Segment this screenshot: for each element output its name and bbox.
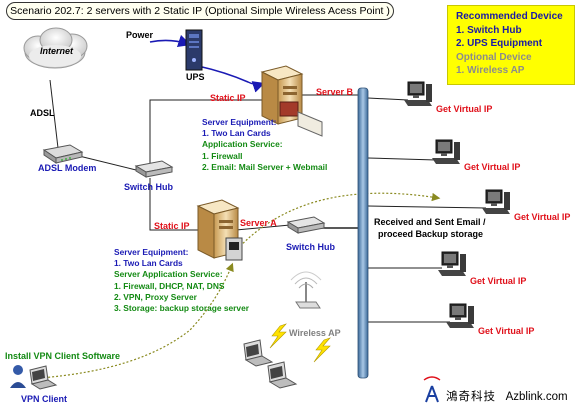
internet-label: Internet xyxy=(40,46,74,56)
backup-note: Received and Sent Email / proceed Backup… xyxy=(374,216,486,240)
optional-item: 1. Wireless AP xyxy=(456,65,525,76)
wireless-signal-icon-1 xyxy=(269,323,287,349)
link-bus-pc3 xyxy=(367,205,487,209)
recommended-device-box: Recommended Device 1. Switch Hub 2. UPS … xyxy=(447,5,575,85)
brand-site: Azblink.com xyxy=(505,391,568,403)
ups-power-curve xyxy=(197,65,265,93)
brand-logo-icon xyxy=(423,376,441,403)
switch-hub-left-label: Switch Hub xyxy=(124,182,173,192)
switch-hub-left-icon xyxy=(134,160,174,178)
virtual-ip-label: Get Virtual IP xyxy=(436,104,493,114)
switch-hub-center-icon xyxy=(286,216,326,234)
connections xyxy=(49,79,487,323)
pc-2-icon xyxy=(432,139,460,164)
equipment-heading: Server Equipment: xyxy=(202,117,277,127)
service-item: 2. Email: Mail Server + Webmail xyxy=(202,161,328,172)
server-a-description: Server Equipment: 1. Two Lan Cards Serve… xyxy=(114,247,249,314)
laptop-icon-2 xyxy=(267,361,298,389)
brand-chinese: 鴻奇科技 xyxy=(446,389,496,403)
internet-cloud-icon xyxy=(23,27,88,69)
laptop-icon-1 xyxy=(243,339,274,367)
diagram-title: Scenario 202.7: 2 servers with 2 Static … xyxy=(6,2,394,20)
link-bus-pc2 xyxy=(367,157,437,161)
adsl-modem-icon xyxy=(42,144,84,164)
ups-icon xyxy=(185,29,203,71)
link-servera-switch xyxy=(235,224,291,231)
static-ip-b-label: Static IP xyxy=(210,93,246,103)
pc-4-icon xyxy=(438,251,466,276)
network-backbone xyxy=(357,87,369,379)
virtual-ip-label: Get Virtual IP xyxy=(470,276,527,286)
equipment-item: 1. Two Lan Cards xyxy=(114,258,183,269)
optional-heading: Optional Device xyxy=(456,51,532,63)
vpn-client-label: VPN Client xyxy=(21,394,68,404)
adsl-modem-label: ADSL Modem xyxy=(38,163,97,173)
static-ip-a-label: Static IP xyxy=(154,221,190,231)
wireless-signal-icon-2 xyxy=(313,337,331,363)
backup-note-line: proceed Backup storage xyxy=(378,229,484,239)
recommended-heading: Recommended Device xyxy=(456,11,563,22)
link-internet-modem xyxy=(49,79,59,149)
equipment-heading: Server Equipment: xyxy=(114,247,189,257)
recommended-item: 2. UPS Equipment xyxy=(456,38,543,49)
ups-label: UPS xyxy=(186,72,205,82)
server-a-label: Server A xyxy=(240,218,277,228)
switch-hub-center-label: Switch Hub xyxy=(286,242,335,252)
virtual-ip-label: Get Virtual IP xyxy=(478,326,535,336)
server-a-icon xyxy=(196,199,243,261)
pc-1-icon xyxy=(404,81,432,106)
pc-5-icon xyxy=(446,303,474,328)
service-item: 3. Storage: backup storage server xyxy=(114,303,249,314)
virtual-ip-label: Get Virtual IP xyxy=(514,212,571,222)
backup-flow-dotted xyxy=(231,192,441,256)
service-heading: Application Service: xyxy=(202,139,283,150)
link-switch-servera xyxy=(149,178,200,231)
virtual-ip-label: Get Virtual IP xyxy=(464,162,521,172)
install-vpn-label: Install VPN Client Software xyxy=(5,351,121,361)
server-b-description: Server Equipment: 1. Two Lan Cards Appli… xyxy=(202,117,327,173)
power-label: Power xyxy=(126,30,154,40)
server-b-icon xyxy=(260,65,323,137)
service-heading: Server Application Service: xyxy=(114,269,223,280)
service-item: 1. Firewall xyxy=(202,150,243,161)
recommended-item: 1. Switch Hub xyxy=(456,24,522,36)
link-switch-serverb xyxy=(149,99,262,165)
wireless-ap-label: Wireless AP xyxy=(289,328,341,338)
service-item: 2. VPN, Proxy Server xyxy=(114,291,197,302)
link-bus-pc1 xyxy=(367,97,409,101)
service-item: 1. Firewall, DHCP, NAT, DNS xyxy=(114,280,225,291)
equipment-item: 1. Two Lan Cards xyxy=(202,128,271,139)
backup-note-line: Received and Sent Email / xyxy=(374,217,486,227)
link-modem-switch xyxy=(74,154,137,171)
vpn-flow-dotted xyxy=(39,262,234,379)
power-arrow xyxy=(149,34,192,48)
brand-footer: 鴻奇科技 Azblink.com xyxy=(446,388,568,404)
wireless-ap-icon xyxy=(290,271,322,309)
vpn-client-user-icon xyxy=(10,365,58,390)
adsl-label: ADSL xyxy=(30,108,55,118)
pc-3-icon xyxy=(482,189,510,214)
server-b-label: Server B xyxy=(316,87,354,97)
